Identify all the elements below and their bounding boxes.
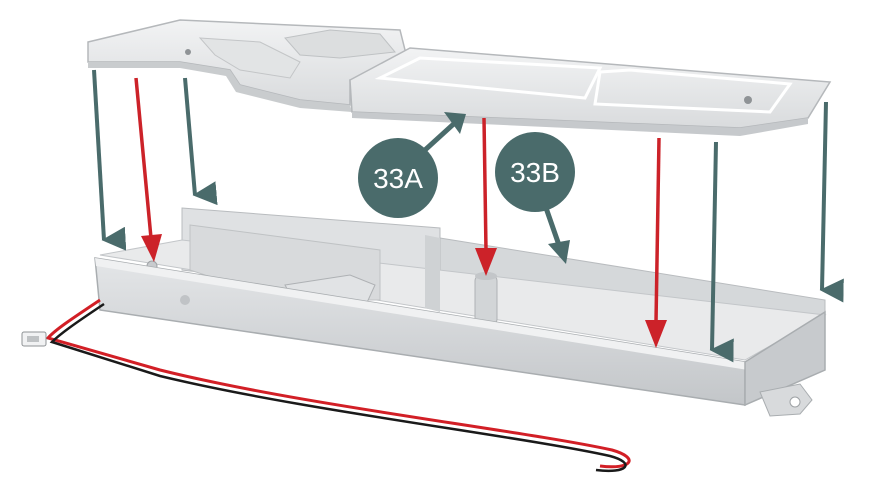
callout-33a: 33A (358, 112, 466, 218)
callout-33b-pointer-head (548, 240, 570, 264)
battery-box (94, 207, 827, 417)
arrow-teal-2 (183, 77, 218, 206)
box-front-hole (180, 295, 190, 305)
wire-red (45, 298, 631, 469)
arrow-teal-1 (92, 69, 127, 251)
wire-connector-pins (27, 336, 39, 342)
arrow-teal-3 (709, 141, 734, 363)
box-front-lip (95, 258, 748, 370)
arrow-red-1 (134, 77, 162, 262)
cover-panel-2 (593, 68, 793, 114)
arrow-red-2 (475, 117, 497, 276)
callout-33a-pointer (423, 118, 460, 152)
cover-ridge (198, 37, 301, 79)
cover-right-underside (352, 112, 808, 136)
box-right-wall (744, 310, 826, 407)
callout-33a-label: 33A (373, 163, 423, 194)
callout-33b-pointer (542, 204, 563, 249)
cable (21, 298, 631, 473)
cover-slot (284, 29, 396, 59)
callout-33b-label: 33B (510, 157, 560, 188)
cover-screw-hole-left (185, 49, 191, 55)
callout-33a-badge (358, 138, 438, 218)
arrow-red-3 (645, 137, 667, 348)
callout-33a-pointer-head (444, 112, 466, 134)
box-mounting-hole (789, 396, 801, 408)
box-post (474, 274, 498, 326)
wire-black (49, 302, 627, 473)
cover-screw-hole-right (744, 96, 752, 104)
box-divider (425, 235, 440, 312)
arrow-teal-4 (819, 101, 844, 303)
battery-cover (87, 19, 832, 136)
cover-left-underside (88, 62, 352, 112)
callout-33b: 33B (495, 132, 575, 264)
box-mounting-tab (759, 383, 813, 417)
assembly-arrows (92, 69, 844, 363)
callout-33b-badge (495, 132, 575, 212)
cover-panel-1 (374, 56, 603, 100)
